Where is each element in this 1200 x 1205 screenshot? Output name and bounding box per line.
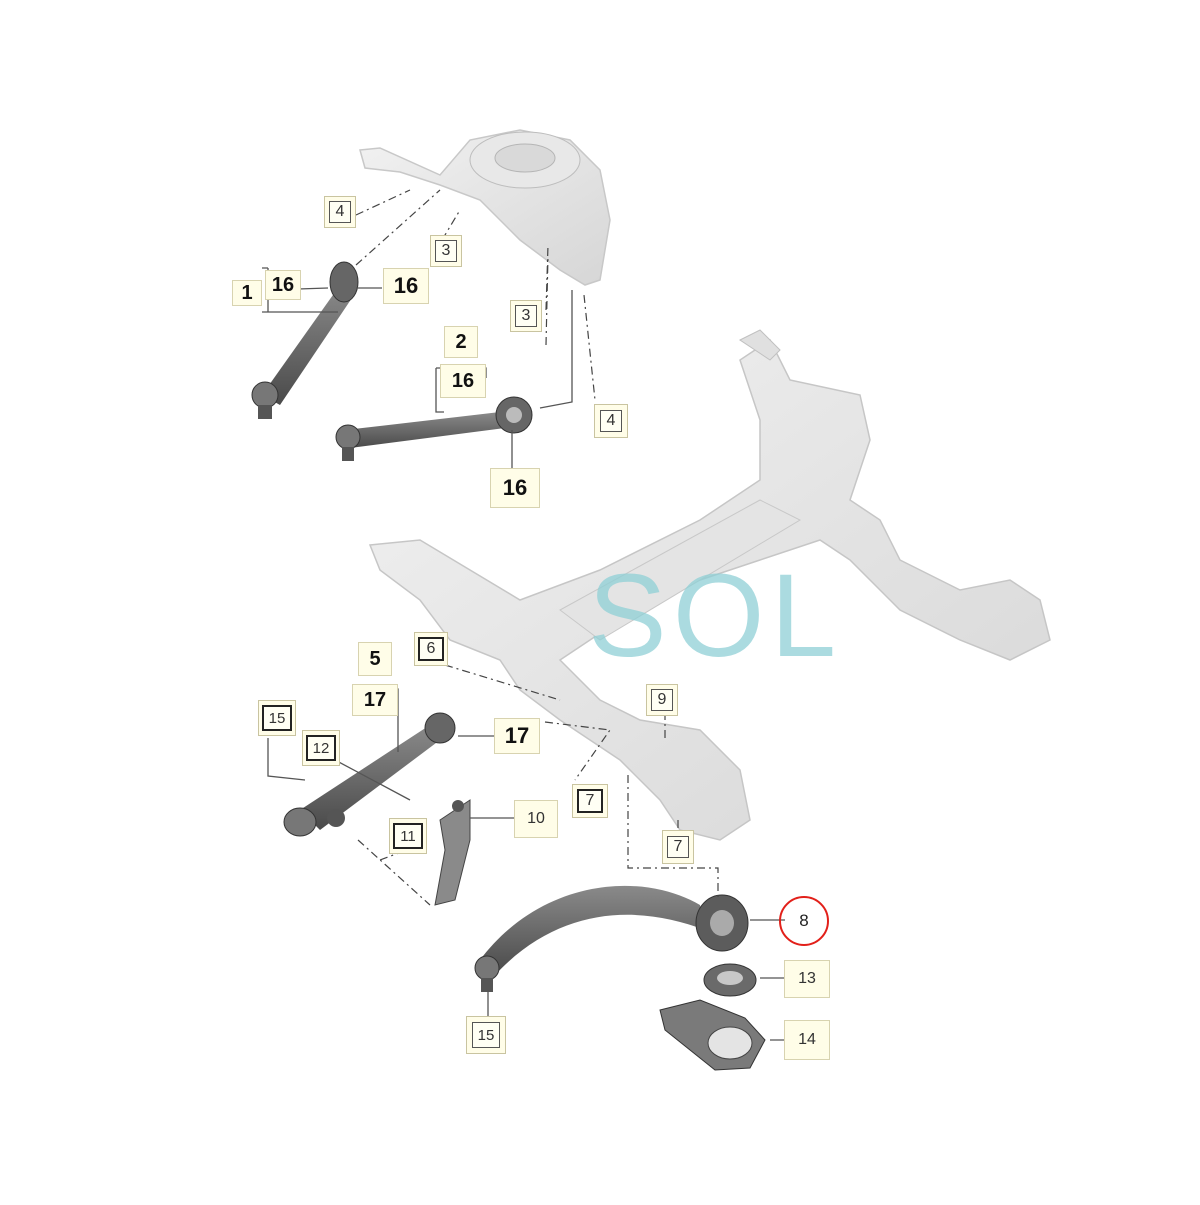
callout-12: 12 <box>302 730 340 766</box>
bushing-13 <box>703 963 757 997</box>
callout-1: 1 <box>232 280 262 306</box>
control-arm-5 <box>283 712 456 837</box>
callout-10: 10 <box>514 800 558 838</box>
callout-9: 9 <box>646 684 678 716</box>
callout-4-a: 4 <box>324 196 356 228</box>
callout-14: 14 <box>784 1020 830 1060</box>
callout-16-c: 16 <box>440 364 486 398</box>
callout-3-a: 3 <box>430 235 462 267</box>
callout-7-b: 7 <box>662 830 694 864</box>
watermark-text: SOL <box>588 550 843 682</box>
highlight-circle <box>779 896 829 946</box>
control-arm-2 <box>335 396 533 461</box>
callout-11: 11 <box>389 818 427 854</box>
callout-16-d: 16 <box>490 468 540 508</box>
control-arm-1 <box>251 261 359 419</box>
callout-16-b: 16 <box>383 268 429 304</box>
callout-6: 6 <box>414 632 448 666</box>
callout-5: 5 <box>358 642 392 676</box>
callout-16-a: 16 <box>265 270 301 300</box>
level-sensor-10 <box>434 799 471 906</box>
subframe <box>368 329 1051 841</box>
callout-3-b: 3 <box>510 300 542 332</box>
callout-13: 13 <box>784 960 830 998</box>
callout-15-a: 15 <box>258 700 296 736</box>
callout-2: 2 <box>444 326 478 358</box>
callout-8: 8 <box>799 911 809 930</box>
upper-mount-bracket <box>359 129 611 286</box>
callout-15-b: 15 <box>466 1016 506 1054</box>
callout-17-b: 17 <box>494 718 540 754</box>
control-arm-8 <box>474 885 749 992</box>
bracket-14 <box>659 999 766 1071</box>
callout-7-a: 7 <box>572 784 608 818</box>
callout-17-a: 17 <box>352 684 398 716</box>
callout-4-b: 4 <box>594 404 628 438</box>
